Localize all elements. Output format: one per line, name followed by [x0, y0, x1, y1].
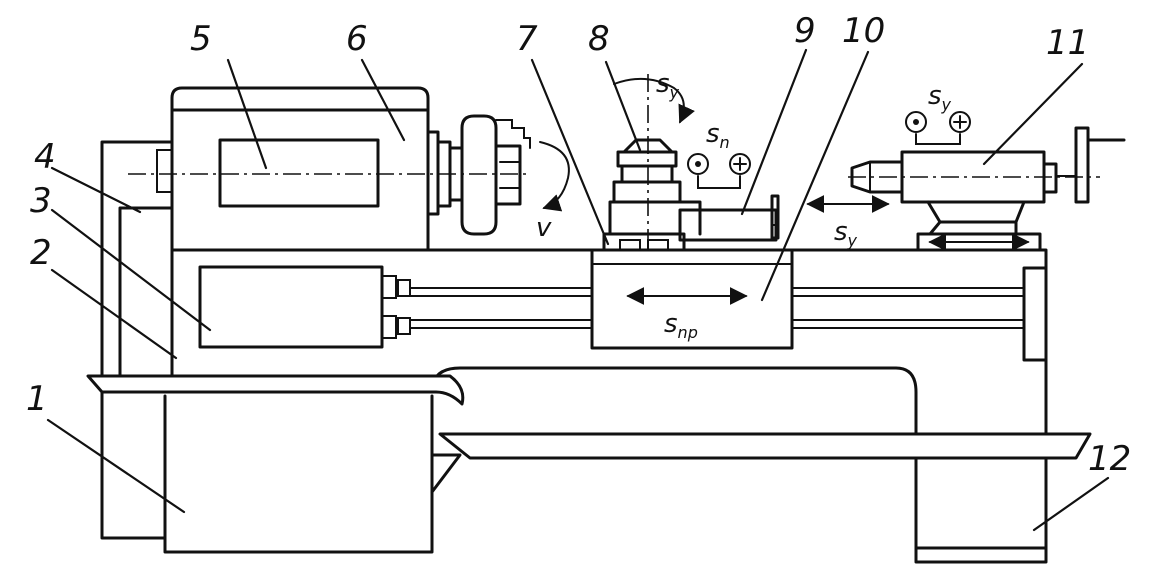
label-9: 9	[794, 11, 816, 51]
label-10: 10	[842, 11, 885, 51]
symbol-s-rot: sy	[656, 69, 680, 102]
feed-gearbox	[198, 265, 411, 349]
apron	[590, 248, 794, 350]
tail-feed-symbols	[905, 111, 971, 145]
spindle-chuck	[426, 114, 531, 236]
spindle-gear-box	[218, 138, 380, 208]
chip-tray-left	[86, 374, 465, 406]
label-12: 12	[1088, 439, 1131, 479]
label-2: 2	[30, 233, 52, 273]
label-11: 11	[1046, 23, 1089, 63]
top-slide	[678, 194, 780, 242]
rotation-v-arrow	[539, 141, 570, 212]
label-3: 3	[30, 181, 52, 221]
label-5: 5	[190, 19, 212, 59]
label-7: 7	[516, 19, 538, 59]
symbol-s-pr: snp	[664, 309, 698, 342]
lead-screw-and-feed-rod	[409, 266, 1048, 362]
label-8: 8	[588, 19, 610, 59]
left-pedestal	[100, 390, 462, 554]
symbol-s-tail: sy	[928, 81, 952, 114]
tailstock	[848, 126, 1126, 252]
symbol-v: v	[536, 213, 552, 243]
label-6: 6	[346, 19, 368, 59]
leader-lines	[46, 48, 1110, 532]
sn-feed-symbols	[687, 153, 751, 189]
chip-tray-right	[438, 432, 1092, 460]
label-1: 1	[26, 379, 48, 419]
symbol-s-mid: sy	[834, 217, 858, 250]
lathe-bed	[170, 248, 1048, 432]
headstock	[156, 86, 430, 252]
rear-frame	[100, 140, 174, 394]
tool-post	[612, 74, 682, 250]
label-4: 4	[34, 137, 56, 177]
right-pedestal	[914, 428, 1048, 564]
symbol-s-n: sn	[706, 119, 730, 152]
toolpost-rotation-arrow	[613, 77, 695, 124]
